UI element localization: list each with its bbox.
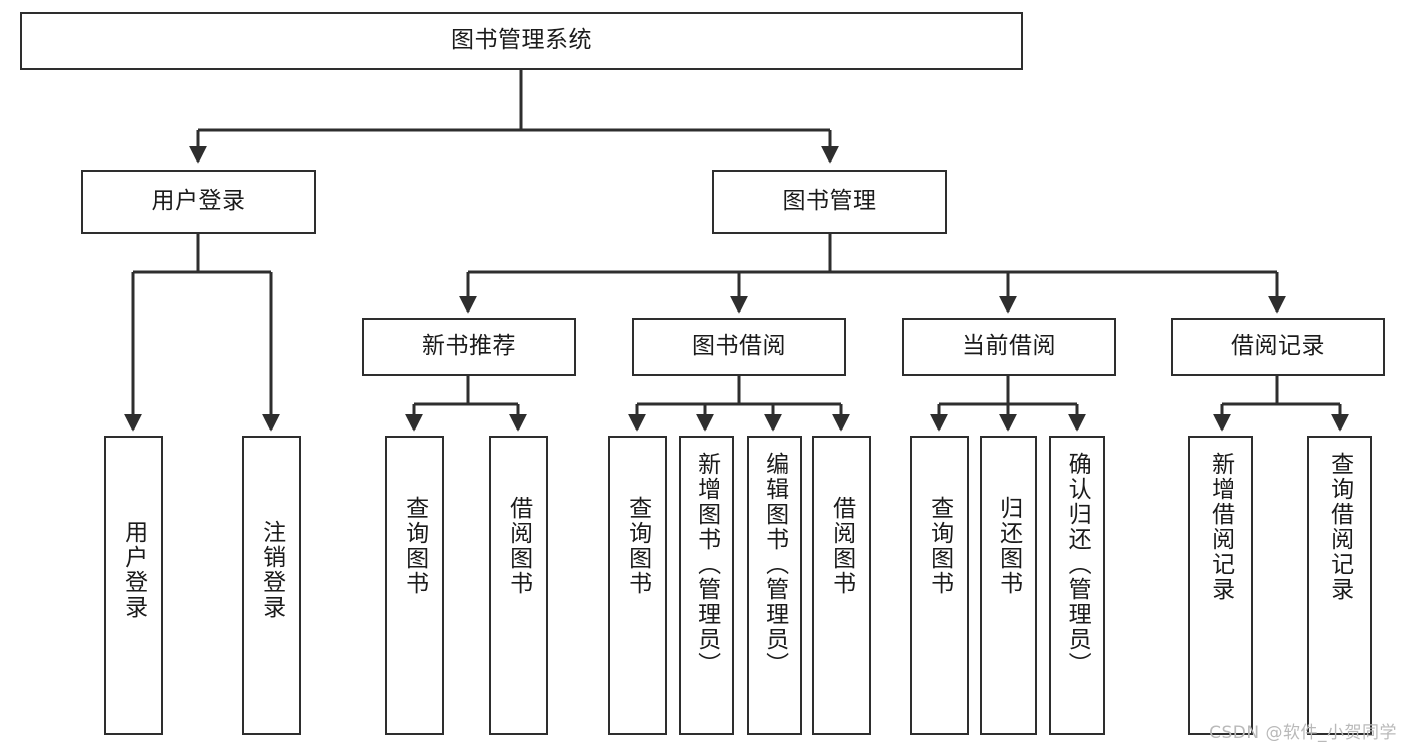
node-user-login-label: 用户登录: [151, 188, 246, 215]
node-leaf-return-book-label: 归还图书: [995, 496, 1022, 596]
node-root-label: 图书管理系统: [451, 27, 592, 54]
node-leaf-add-book-label: 新增图书（管理员）: [693, 452, 720, 677]
node-leaf-query-record-label: 查询借阅记录: [1326, 452, 1353, 602]
node-book-manage[interactable]: 图书管理: [712, 170, 947, 234]
node-leaf-confirm-return-label: 确认归还（管理员）: [1064, 452, 1091, 677]
node-new-book-recommend-label: 新书推荐: [422, 333, 516, 360]
node-leaf-confirm-return[interactable]: 确认归还（管理员）: [1049, 436, 1105, 735]
node-leaf-query-book-3[interactable]: 查询图书: [910, 436, 969, 735]
node-leaf-query-book-2-label: 查询图书: [624, 496, 651, 596]
node-leaf-query-book-2[interactable]: 查询图书: [608, 436, 667, 735]
node-book-manage-label: 图书管理: [782, 188, 877, 215]
watermark-text: CSDN @软件_小贺同学: [1209, 723, 1397, 743]
node-borrow-record[interactable]: 借阅记录: [1171, 318, 1385, 376]
node-leaf-add-record-label: 新增借阅记录: [1207, 452, 1234, 602]
node-leaf-user-login[interactable]: 用户登录: [104, 436, 163, 735]
node-leaf-return-book[interactable]: 归还图书: [980, 436, 1037, 735]
node-leaf-query-book-3-label: 查询图书: [926, 496, 953, 596]
node-leaf-borrow-book-2-label: 借阅图书: [828, 496, 855, 596]
node-current-borrow[interactable]: 当前借阅: [902, 318, 1116, 376]
node-leaf-borrow-book-1-label: 借阅图书: [505, 496, 532, 596]
node-book-borrow[interactable]: 图书借阅: [632, 318, 846, 376]
node-leaf-logout-label: 注销登录: [258, 520, 285, 620]
node-leaf-edit-book-label: 编辑图书（管理员）: [761, 452, 788, 677]
node-leaf-user-login-label: 用户登录: [120, 520, 147, 620]
node-user-login[interactable]: 用户登录: [81, 170, 316, 234]
node-leaf-query-book-1[interactable]: 查询图书: [385, 436, 444, 735]
node-leaf-borrow-book-1[interactable]: 借阅图书: [489, 436, 548, 735]
node-leaf-add-book[interactable]: 新增图书（管理员）: [679, 436, 734, 735]
node-book-borrow-label: 图书借阅: [692, 333, 786, 360]
node-new-book-recommend[interactable]: 新书推荐: [362, 318, 576, 376]
node-leaf-borrow-book-2[interactable]: 借阅图书: [812, 436, 871, 735]
node-leaf-edit-book[interactable]: 编辑图书（管理员）: [747, 436, 802, 735]
node-leaf-add-record[interactable]: 新增借阅记录: [1188, 436, 1253, 735]
node-leaf-query-book-1-label: 查询图书: [401, 496, 428, 596]
node-borrow-record-label: 借阅记录: [1231, 333, 1325, 360]
node-leaf-query-record[interactable]: 查询借阅记录: [1307, 436, 1372, 735]
node-current-borrow-label: 当前借阅: [962, 333, 1056, 360]
node-leaf-logout[interactable]: 注销登录: [242, 436, 301, 735]
node-root[interactable]: 图书管理系统: [20, 12, 1023, 70]
